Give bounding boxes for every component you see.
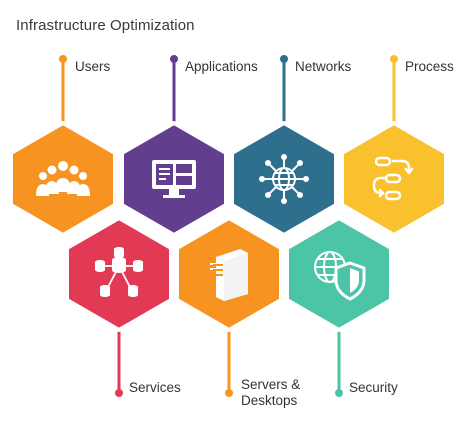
- network-globe-icon: [259, 154, 309, 204]
- hexagon-services: [65, 216, 173, 332]
- monitor-dashboard-icon: [152, 160, 196, 198]
- label-process: Process: [405, 59, 454, 74]
- label-networks: Networks: [295, 59, 352, 74]
- globe-shield-icon: [314, 251, 366, 301]
- process-flow-icon: [372, 156, 414, 201]
- database-network-icon: [95, 247, 143, 297]
- label-security: Security: [349, 380, 398, 395]
- label-services: Services: [129, 380, 181, 395]
- server-tower-icon: [210, 249, 248, 301]
- users-icon: [36, 161, 90, 196]
- diagram-title: Infrastructure Optimization: [16, 17, 195, 34]
- label-servers-desktops: Servers & Desktops: [241, 377, 301, 408]
- label-applications: Applications: [185, 59, 258, 74]
- hexagon-process: [340, 121, 448, 237]
- label-users: Users: [75, 59, 111, 74]
